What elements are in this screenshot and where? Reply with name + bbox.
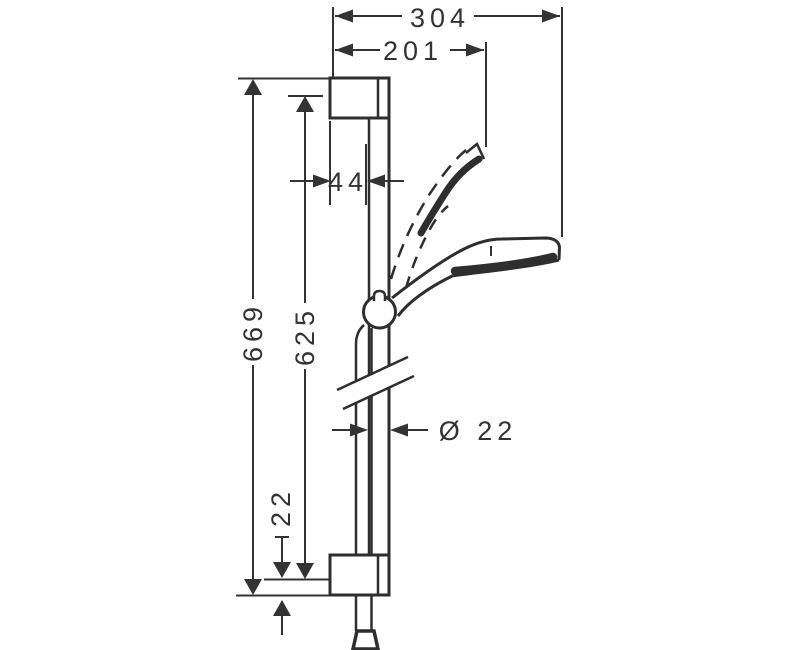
dimension-label-diameter-22: Ø 22 <box>439 416 518 446</box>
dimension-bar-diameter: Ø 22 <box>332 416 518 446</box>
bottom-wall-bracket <box>328 553 391 597</box>
dimension-inner-height: 625 <box>264 95 329 581</box>
break-lines <box>335 355 416 411</box>
hand-shower-dashed-position <box>389 142 486 289</box>
dimension-bar-offset: 44 <box>290 121 404 205</box>
hose-connector-nut <box>350 629 381 650</box>
spray-face <box>450 252 558 276</box>
dimension-label-625: 625 <box>290 306 320 366</box>
dimension-label-201: 201 <box>383 36 443 66</box>
dashed-head-tip <box>465 142 486 160</box>
dimension-reach: 201 <box>335 36 487 147</box>
dimension-label-669: 669 <box>238 302 268 362</box>
dimension-label-44: 44 <box>328 167 368 197</box>
slide-bar <box>367 118 391 555</box>
holder-knob <box>372 289 387 301</box>
dimension-overall-width: 304 <box>332 3 563 237</box>
handshower-top-edge <box>391 236 562 300</box>
dashed-spray-face <box>417 155 483 237</box>
top-wall-bracket <box>328 76 391 120</box>
slider-ball-holder <box>362 289 397 330</box>
dimension-overall-height: 669 <box>236 77 329 597</box>
dimension-label-22: 22 <box>266 487 296 527</box>
dimension-end-offset: 22 <box>266 487 296 635</box>
dimension-label-304: 304 <box>410 3 470 33</box>
hand-shower-solid <box>391 236 562 317</box>
